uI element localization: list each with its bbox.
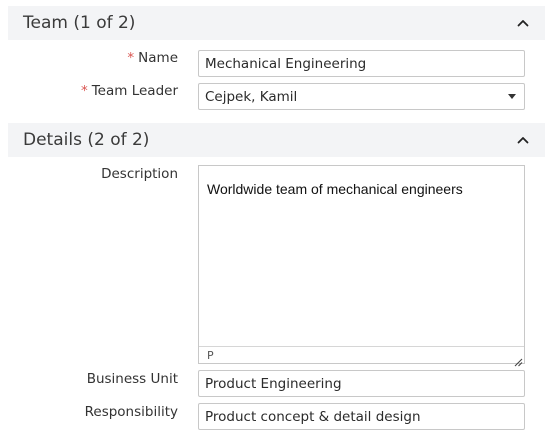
business-unit-label: Business Unit [86, 371, 178, 387]
team-leader-label: *Team Leader [81, 83, 178, 99]
dropdown-arrow-icon[interactable] [508, 94, 516, 99]
editor-status-bar: P [199, 346, 524, 363]
responsibility-label: Responsibility [84, 404, 178, 420]
section-header-details[interactable]: Details (2 of 2) [8, 123, 545, 157]
description-textarea[interactable]: Worldwide team of mechanical engineers P [198, 165, 525, 367]
element-path: P [207, 348, 214, 362]
responsibility-value: Product concept & detail design [205, 408, 421, 425]
resize-handle-icon[interactable] [513, 352, 523, 367]
section-title-team: Team (1 of 2) [23, 13, 136, 33]
team-leader-label-text: Team Leader [91, 83, 178, 99]
section-title-details: Details (2 of 2) [23, 130, 150, 150]
chevron-up-icon[interactable] [515, 132, 531, 148]
description-value: Worldwide team of mechanical engineers [207, 181, 463, 197]
chevron-up-icon[interactable] [515, 15, 531, 31]
required-marker: * [80, 83, 88, 99]
team-leader-select[interactable]: Cejpek, Kamil [198, 83, 525, 110]
description-label: Description [101, 166, 178, 182]
name-label-text: Name [138, 50, 178, 66]
name-value: Mechanical Engineering [205, 55, 367, 72]
team-leader-value: Cejpek, Kamil [205, 88, 298, 105]
name-input[interactable]: Mechanical Engineering [198, 50, 525, 77]
section-header-team[interactable]: Team (1 of 2) [8, 6, 545, 40]
business-unit-input[interactable]: Product Engineering [198, 370, 525, 397]
name-label: *Name [127, 50, 178, 66]
required-marker: * [127, 50, 135, 66]
responsibility-input[interactable]: Product concept & detail design [198, 403, 525, 430]
business-unit-value: Product Engineering [205, 375, 342, 392]
